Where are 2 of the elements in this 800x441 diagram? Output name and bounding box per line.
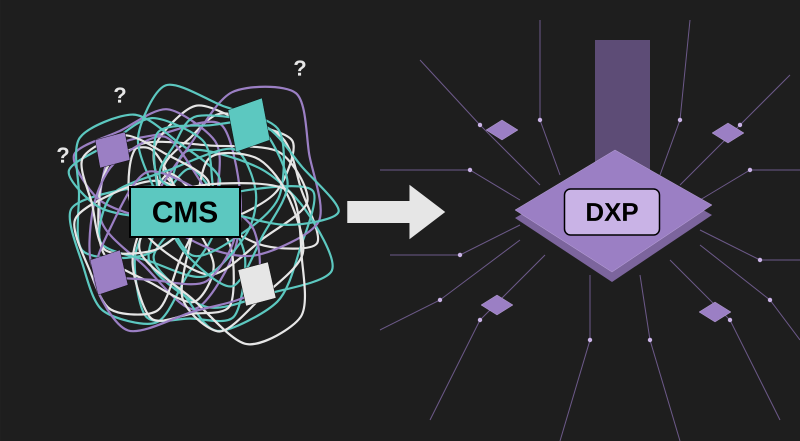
label-box: DXP [564,188,660,236]
question-mark: ? [114,87,126,103]
